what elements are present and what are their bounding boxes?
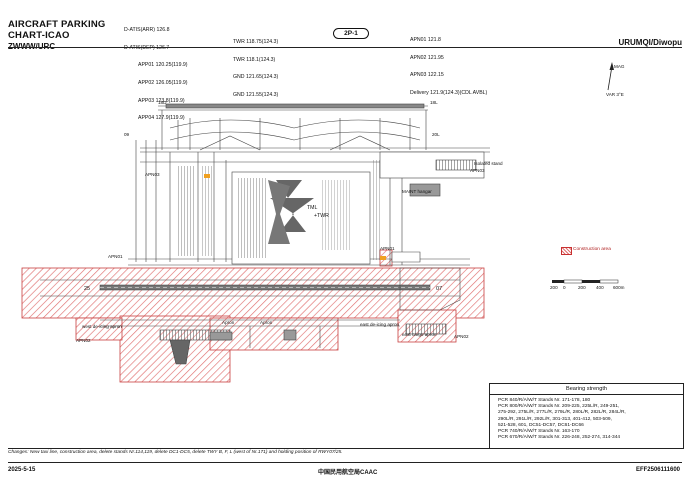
highlight-stand — [204, 174, 210, 178]
issue-date: 2025-5-15 — [8, 467, 36, 473]
bearing-strength-list: PCR 840/R/A/W/T Stands Nr. 171-178, 180 … — [498, 398, 680, 441]
label-apn01-west: APN01 — [108, 254, 123, 259]
label-apron: Apron — [260, 320, 273, 325]
label-east-cargo-apron: east cargo apron — [402, 332, 437, 337]
label-apn02-west: APN02 — [76, 338, 91, 343]
bearing-line: 290L/R, 291L/R, 292L/R, 301-313, 401-412… — [498, 416, 612, 422]
label-west-deicing: west de-icing apron — [82, 324, 122, 329]
label-terminal: TML — [307, 205, 318, 211]
freq-item: Delivery 121.9(124.3)(CDL AVBL) — [410, 89, 488, 96]
label-apn03-east: APN03 — [470, 168, 485, 173]
scale-tick: 400 — [596, 285, 604, 290]
bearing-line: PCR 800/R/A/W/T Stands Nr. 209-225, 225L… — [498, 404, 620, 410]
label-tower: +TWR — [314, 213, 329, 219]
construction-legend-swatch — [561, 247, 572, 255]
scale-bar — [552, 279, 619, 284]
frequency-column-2: TWR 118.75(124.3) TWR 118.1(124.3) GND 1… — [233, 28, 278, 105]
label-apn01-east: APN01 — [380, 246, 395, 251]
scale-tick: 200 — [550, 285, 558, 290]
label-apn02-east: APN02 — [454, 334, 469, 339]
freq-item: GND 121.65(124.3) — [233, 74, 279, 81]
variation-label: VAR 3°E — [606, 92, 624, 97]
taxiway-end-label: 09 — [124, 132, 130, 137]
freq-item: APP04 127.9(119.9) — [138, 115, 185, 122]
terminal-area — [176, 160, 380, 265]
header-divider — [8, 47, 682, 48]
footer-divider — [8, 462, 682, 463]
chart-title: AIRCRAFT PARKING CHART-ICAO — [8, 19, 106, 41]
changes-note: Changes: New taxi line, construction are… — [8, 450, 343, 455]
frequency-column-3: APN01 121.8 APN02 121.95 APN03 122.15 De… — [410, 26, 487, 103]
runway-07-25 — [40, 279, 460, 297]
freq-item: APP03 123.8(119.9) — [138, 97, 185, 104]
label-east-deicing: east de-icing apron — [360, 322, 400, 327]
taxiway-end-label: 20L — [432, 132, 440, 137]
scale-tick: 600m — [613, 285, 625, 290]
airport-name: URUMQI/Diwopu — [618, 38, 682, 47]
chart-title-line2: CHART-ICAO — [8, 29, 70, 41]
east-apron — [379, 151, 485, 311]
freq-item: D-ATIS(ARR) 126.8 — [124, 26, 170, 33]
label-isolated-stand: Isolated stand — [474, 161, 503, 166]
bearing-line: PCR 740/R/A/W/T Stands Nr. 163-170 — [498, 429, 580, 435]
label-maint-hangar: MAINT hangar — [402, 189, 432, 194]
freq-item: APN01 121.8 — [410, 36, 441, 43]
bearing-line: 521-528, 601, DC51-DC57, DC61-DC66 — [498, 422, 584, 428]
scale-tick: 200 — [578, 285, 586, 290]
label-apron: Apron — [222, 320, 235, 325]
runway-end-07: 07 — [436, 286, 443, 292]
freq-item: APP02 126.05(119.9) — [138, 79, 188, 86]
airport-code: ZWWW/URC — [8, 42, 56, 51]
freq-item: TWR 118.1(124.3) — [233, 56, 276, 63]
freq-item: APN02 121.95 — [410, 54, 444, 61]
chart-title-line1: AIRCRAFT PARKING — [8, 19, 106, 30]
authority-name: 中国民用航空局CAAC — [318, 470, 378, 476]
highlight-stand — [380, 256, 386, 260]
north-arrow — [607, 62, 614, 91]
freq-item: GND 121.55(124.3) — [233, 91, 279, 98]
label-apn03-west: APN03 — [145, 172, 160, 177]
scale-tick: 0 — [563, 285, 566, 290]
runway-end-25: 25 — [84, 286, 91, 292]
effective-date: EFF2506111600 — [635, 467, 680, 473]
freq-item: APN03 122.15 — [410, 72, 444, 79]
construction-legend-label: Construction area — [573, 247, 611, 252]
south-apron — [100, 319, 447, 365]
bearing-strength-title: Bearing strength — [490, 384, 683, 395]
taxiway-end-label: 18D — [158, 100, 167, 105]
north-label: MAG — [614, 64, 625, 69]
freq-item: APP01 120.25(119.9) — [138, 62, 188, 69]
freq-item: TWR 118.75(124.3) — [233, 38, 279, 45]
footer-divider-top — [8, 448, 682, 449]
bearing-line: 275-292, 275L/R, 277L/R, 279L/R, 280L/R,… — [498, 410, 626, 416]
bearing-line: PCR 840/R/A/W/T Stands Nr. 171-178, 180 — [498, 398, 591, 403]
bearing-strength-box: Bearing strength PCR 840/R/A/W/T Stands … — [489, 383, 684, 449]
bearing-line: PCR 670/R/A/W/T Stands Nr. 226-248, 252-… — [498, 435, 621, 441]
west-taxiways — [135, 140, 227, 262]
construction-area — [21, 249, 485, 383]
taxiway-end-label: 18L — [430, 100, 438, 105]
chart-id-badge: 2P-1 — [333, 28, 369, 39]
